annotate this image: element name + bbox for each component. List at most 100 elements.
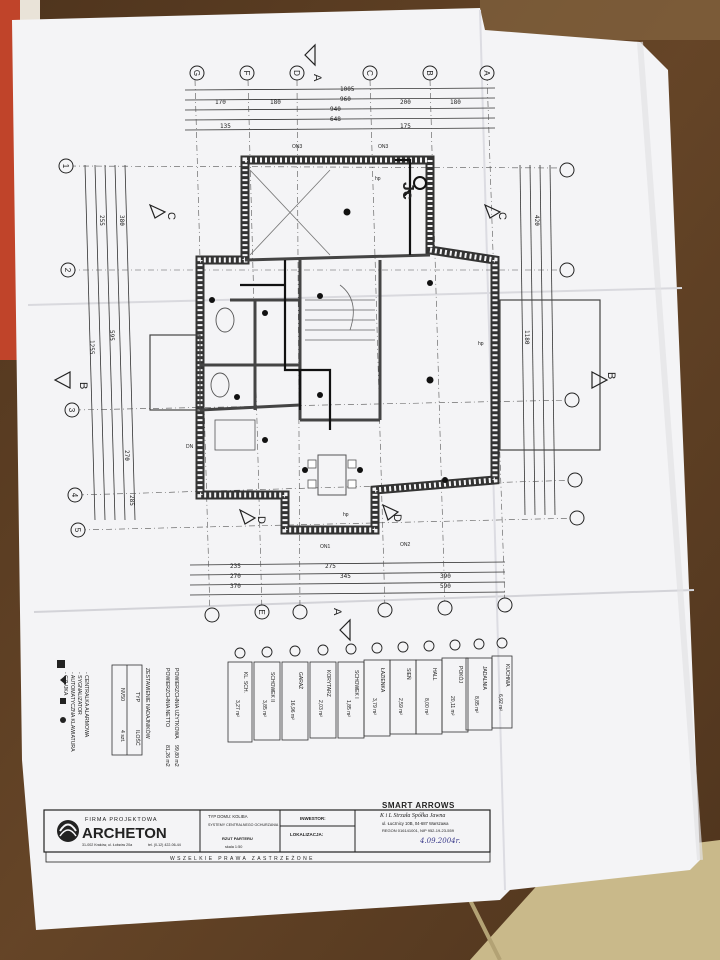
house-type: TYP DOMU: KOLIBA bbox=[208, 814, 248, 819]
grid-number-3: 3 bbox=[67, 408, 76, 413]
dim-648: 648 bbox=[330, 116, 341, 123]
grid-number-4: 4 bbox=[70, 493, 79, 498]
section-mark-a-top: A bbox=[311, 74, 323, 82]
room-area: 2,59 m² bbox=[397, 698, 403, 715]
dim-370: 370 bbox=[230, 583, 241, 590]
hp-label-top: hp bbox=[375, 176, 381, 182]
paper-sheet bbox=[12, 8, 700, 930]
grid-number-2: 2 bbox=[63, 268, 72, 273]
room-area: 6,92 m² bbox=[497, 694, 503, 711]
section-mark-c-left: C bbox=[165, 212, 177, 220]
hp-label-bottom: hp bbox=[343, 512, 349, 518]
room-area: 8,85 m² bbox=[473, 696, 479, 713]
dim-200: 200 bbox=[400, 99, 411, 106]
dim-275: 275 bbox=[325, 563, 336, 570]
grid-letter-a: A bbox=[482, 70, 491, 76]
section-mark-d-left: D bbox=[255, 516, 267, 524]
grid-letter-b: B bbox=[425, 70, 434, 75]
room-name: POKÓJ bbox=[457, 666, 464, 683]
system-name: SYSTEMY CENTRALNEGO OCHURZANIA bbox=[208, 823, 279, 827]
room-list: KL. SCH. 3,27 m² SCHOWEK II 3,85 m² GARA… bbox=[234, 664, 510, 720]
hp-label-right: hp bbox=[478, 341, 484, 347]
drawing-name: RZUT PARTERU bbox=[222, 836, 253, 841]
room-name: KUCHNIA bbox=[504, 664, 510, 687]
dim-side-285: 285 bbox=[128, 495, 135, 506]
room-area: 3,27 m² bbox=[234, 700, 240, 717]
dim-side-420: 420 bbox=[533, 215, 540, 226]
room-area: 3,85 m² bbox=[261, 700, 267, 717]
dim-180a: 180 bbox=[270, 99, 281, 106]
handwritten-date: 4.09.2004r. bbox=[419, 837, 460, 845]
room-area: 1,85 m² bbox=[345, 700, 351, 717]
area-usable-value: 99,80 m2 bbox=[173, 745, 179, 767]
on3-label-a: ON3 bbox=[292, 144, 303, 150]
section-mark-c-right: C bbox=[496, 212, 508, 220]
grid-letter-d: D bbox=[292, 70, 301, 76]
dim-180b: 180 bbox=[450, 99, 461, 106]
dim-side-255: 255 bbox=[98, 215, 105, 226]
drawing-scale: skala 1:50 bbox=[225, 845, 242, 849]
grid-letter-e: E bbox=[257, 609, 266, 614]
company-address: ul. Łucznicy 10B, 04-687 Warszawa bbox=[382, 821, 449, 826]
room-area: 2,03 m² bbox=[317, 700, 323, 717]
equipment-qty-value: 4 szt. bbox=[119, 730, 125, 742]
legend-symbol-3: - AUTOMATYCZNA KLAWIATURA bbox=[69, 672, 75, 752]
room-name: SCHOWEK I bbox=[353, 670, 359, 699]
area-net-label: POWIERZCHNIA NETTO bbox=[164, 668, 170, 727]
archeton-logo bbox=[57, 820, 79, 842]
legend-symbol-1: - CENTRALKA ALARMOWA bbox=[83, 672, 89, 738]
investor-label: INWESTOR: bbox=[300, 816, 326, 821]
on3-label-b: ON3 bbox=[378, 144, 389, 150]
dim-1005: 1005 bbox=[340, 86, 355, 93]
dim-170: 170 bbox=[215, 99, 226, 106]
dim-side-270: 270 bbox=[123, 450, 130, 461]
grid-number-5: 5 bbox=[73, 528, 82, 533]
room-name: ŁAZIENKA bbox=[379, 668, 385, 693]
area-net-value: 81,26 m2 bbox=[164, 745, 170, 767]
room-area: 3,79 m² bbox=[371, 698, 377, 715]
section-mark-a-bottom: A bbox=[331, 608, 343, 616]
equipment-col-type: TYP bbox=[134, 692, 140, 703]
room-area: 20,11 m² bbox=[449, 696, 455, 716]
dim-side-595: 595 bbox=[108, 330, 115, 341]
section-mark-b-left: B bbox=[77, 382, 89, 389]
on1-label: ON1 bbox=[320, 544, 331, 550]
firm-label: FIRMA PROJEKTOWA bbox=[85, 817, 158, 823]
dim-135: 135 bbox=[220, 123, 231, 130]
room-name: HALL bbox=[431, 668, 437, 681]
dim-side-1180: 1180 bbox=[523, 330, 530, 345]
grid-bubbles bbox=[58, 65, 585, 623]
floor-plan bbox=[149, 155, 601, 535]
room-name: KORYTARZ bbox=[325, 670, 331, 697]
firm-phone: tel. (0-12) 422-06-44 bbox=[148, 843, 181, 847]
section-mark-b-right: B bbox=[605, 372, 617, 379]
central-unit-label: Jc bbox=[399, 182, 416, 200]
on2-label: ON2 bbox=[400, 542, 411, 548]
area-usable-label: POWIERZCHNIA UŻYTKOWA bbox=[173, 668, 180, 739]
grid-number-1: 1 bbox=[61, 164, 70, 169]
grid-letter-g: G bbox=[192, 70, 201, 76]
grid-letter-c: C bbox=[365, 70, 374, 76]
room-name: SCHOWEK II bbox=[269, 672, 275, 702]
dim-235: 235 bbox=[230, 563, 241, 570]
section-mark-d-right: D bbox=[391, 514, 403, 522]
grid-letter-f: F bbox=[242, 71, 251, 76]
title-block bbox=[43, 809, 491, 863]
legend-symbol-4: - CZUJKA bbox=[62, 672, 68, 696]
dim-270: 270 bbox=[230, 573, 241, 580]
copyright: WSZELKIE PRAWA ZASTRZEŻONE bbox=[170, 855, 315, 862]
room-name: GARAŻ bbox=[297, 672, 304, 689]
firm-name: ARCHETON bbox=[82, 825, 167, 842]
equipment-col-qty: ILOŚĆ bbox=[134, 730, 142, 746]
dim-390: 390 bbox=[440, 573, 451, 580]
dn-label: DN bbox=[186, 444, 194, 450]
dim-side-1255: 1255 bbox=[88, 340, 95, 355]
room-area: 8,00 m² bbox=[423, 698, 429, 715]
dim-940: 940 bbox=[330, 106, 341, 113]
legend-symbols bbox=[57, 660, 66, 723]
dim-345: 345 bbox=[340, 573, 351, 580]
room-name: JADALNIA bbox=[481, 666, 487, 691]
company-sub: K i L Strzała Spółka Jawna bbox=[379, 813, 445, 819]
